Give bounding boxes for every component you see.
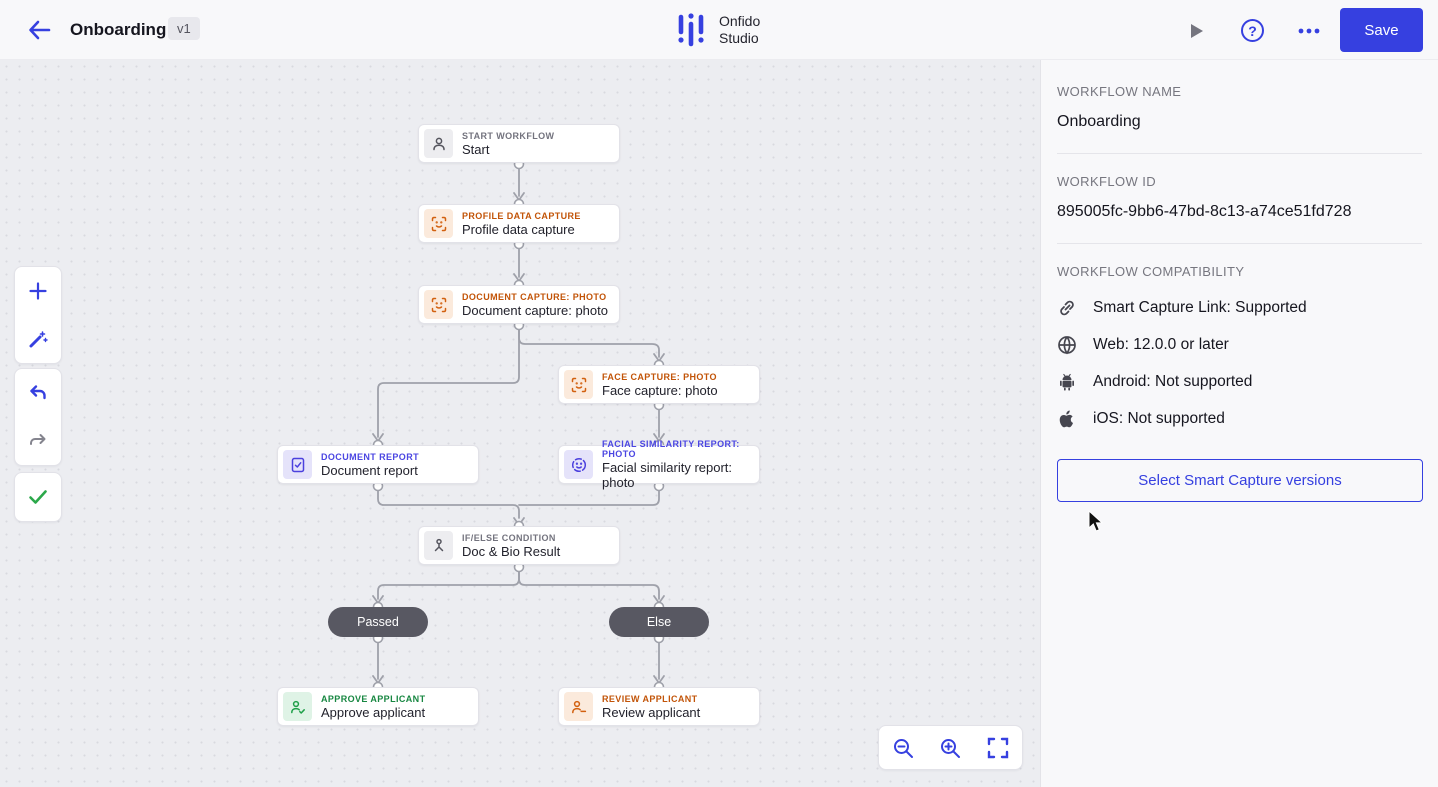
node-title: Document report (321, 462, 418, 478)
node-title: Approve applicant (321, 704, 426, 720)
node-type-label: DOCUMENT REPORT (321, 451, 419, 462)
zoom-out-icon[interactable] (887, 732, 919, 764)
node-if-else-condition[interactable]: IF/ELSE CONDITION Doc & Bio Result (418, 526, 620, 565)
compat-row-ios: iOS: Not supported (1057, 408, 1422, 430)
branch-else[interactable]: Else (609, 607, 709, 637)
apple-icon (1057, 409, 1077, 429)
node-type-label: PROFILE DATA CAPTURE (462, 210, 581, 221)
node-type-label: START WORKFLOW (462, 130, 555, 141)
select-smart-capture-versions-button[interactable]: Select Smart Capture versions (1057, 459, 1423, 502)
divider (1057, 243, 1422, 244)
zoom-controls (878, 725, 1023, 770)
workflow-details-panel: WORKFLOW NAME Onboarding WORKFLOW ID 895… (1040, 60, 1438, 787)
redo-icon[interactable] (14, 417, 62, 465)
magic-wand-icon[interactable] (14, 315, 62, 363)
face-circle-icon (564, 450, 593, 479)
node-type-label: APPROVE APPLICANT (321, 693, 426, 704)
node-type-label: FACIAL SIMILARITY REPORT: PHOTO (602, 439, 740, 459)
toolbar-create-group (14, 266, 62, 364)
toolbar-validate-group (14, 472, 62, 522)
node-type-label: DOCUMENT CAPTURE: PHOTO (462, 291, 607, 302)
back-arrow-icon[interactable] (26, 18, 52, 42)
version-badge: v1 (168, 17, 200, 40)
node-approve-applicant[interactable]: APPROVE APPLICANT Approve applicant (277, 687, 479, 726)
node-type-label: IF/ELSE CONDITION (462, 532, 556, 543)
workflow-id-label: WORKFLOW ID (1057, 174, 1157, 189)
workflow-id-value: 895005fc-9bb6-47bd-8c13-a74ce51fd728 (1057, 203, 1352, 220)
compat-row-android: Android: Not supported (1057, 371, 1422, 393)
logo-icon (678, 13, 704, 47)
workflow-name-label: WORKFLOW NAME (1057, 84, 1182, 99)
workflow-canvas[interactable]: START WORKFLOW Start PROFILE DATA CAPTUR… (0, 60, 1040, 787)
branch-person-icon (424, 531, 453, 560)
workflow-connectors (372, 158, 665, 693)
node-title: Face capture: photo (602, 382, 718, 398)
workflow-title: Onboarding (70, 20, 167, 39)
node-profile-data-capture[interactable]: PROFILE DATA CAPTURE Profile data captur… (418, 204, 620, 243)
face-scan-icon (424, 290, 453, 319)
fit-to-screen-icon[interactable] (982, 732, 1014, 764)
branch-passed[interactable]: Passed (328, 607, 428, 637)
run-workflow-icon[interactable] (1185, 19, 1209, 43)
user-icon (424, 129, 453, 158)
node-title: Start (462, 141, 490, 157)
node-document-report[interactable]: DOCUMENT REPORT Document report (277, 445, 479, 484)
node-facial-similarity-report[interactable]: FACIAL SIMILARITY REPORT: PHOTO Facial s… (558, 439, 760, 490)
save-button[interactable]: Save (1340, 8, 1423, 52)
user-check-icon (283, 692, 312, 721)
validate-check-icon[interactable] (14, 473, 62, 521)
node-type-label: REVIEW APPLICANT (602, 693, 698, 704)
toolbar-history-group (14, 368, 62, 466)
top-header: Onboarding v1 Onfido Studio ? Save (0, 0, 1438, 60)
user-minus-icon (564, 692, 593, 721)
help-icon[interactable]: ? (1241, 19, 1264, 42)
node-title: Document capture: photo (462, 302, 608, 318)
node-title: Doc & Bio Result (462, 543, 561, 559)
workflow-compatibility-label: WORKFLOW COMPATIBILITY (1057, 264, 1245, 279)
onfido-studio-logo: Onfido Studio (677, 12, 760, 48)
node-title: Profile data capture (462, 221, 575, 237)
face-scan-icon (564, 370, 593, 399)
logo-text: Onfido Studio (719, 12, 761, 47)
node-start[interactable]: START WORKFLOW Start (418, 124, 620, 163)
node-document-capture-photo[interactable]: DOCUMENT CAPTURE: PHOTO Document capture… (418, 285, 620, 324)
node-title: Review applicant (602, 704, 701, 720)
face-scan-icon (424, 209, 453, 238)
node-face-capture-photo[interactable]: FACE CAPTURE: PHOTO Face capture: photo (558, 365, 760, 404)
document-check-icon (283, 450, 312, 479)
undo-icon[interactable] (14, 369, 62, 417)
zoom-in-icon[interactable] (934, 732, 966, 764)
node-type-label: FACE CAPTURE: PHOTO (602, 371, 717, 382)
divider (1057, 153, 1422, 154)
node-title: Facial similarity report: photo (602, 460, 733, 490)
workflow-name-value: Onboarding (1057, 113, 1141, 130)
globe-icon (1057, 335, 1077, 355)
compat-row-web: Web: 12.0.0 or later (1057, 334, 1422, 356)
node-review-applicant[interactable]: REVIEW APPLICANT Review applicant (558, 687, 760, 726)
compat-row-smart-capture-link: Smart Capture Link: Supported (1057, 297, 1422, 319)
android-icon (1057, 372, 1077, 392)
link-icon (1057, 298, 1077, 318)
more-options-icon[interactable] (1297, 19, 1321, 43)
add-task-button[interactable] (14, 267, 62, 315)
